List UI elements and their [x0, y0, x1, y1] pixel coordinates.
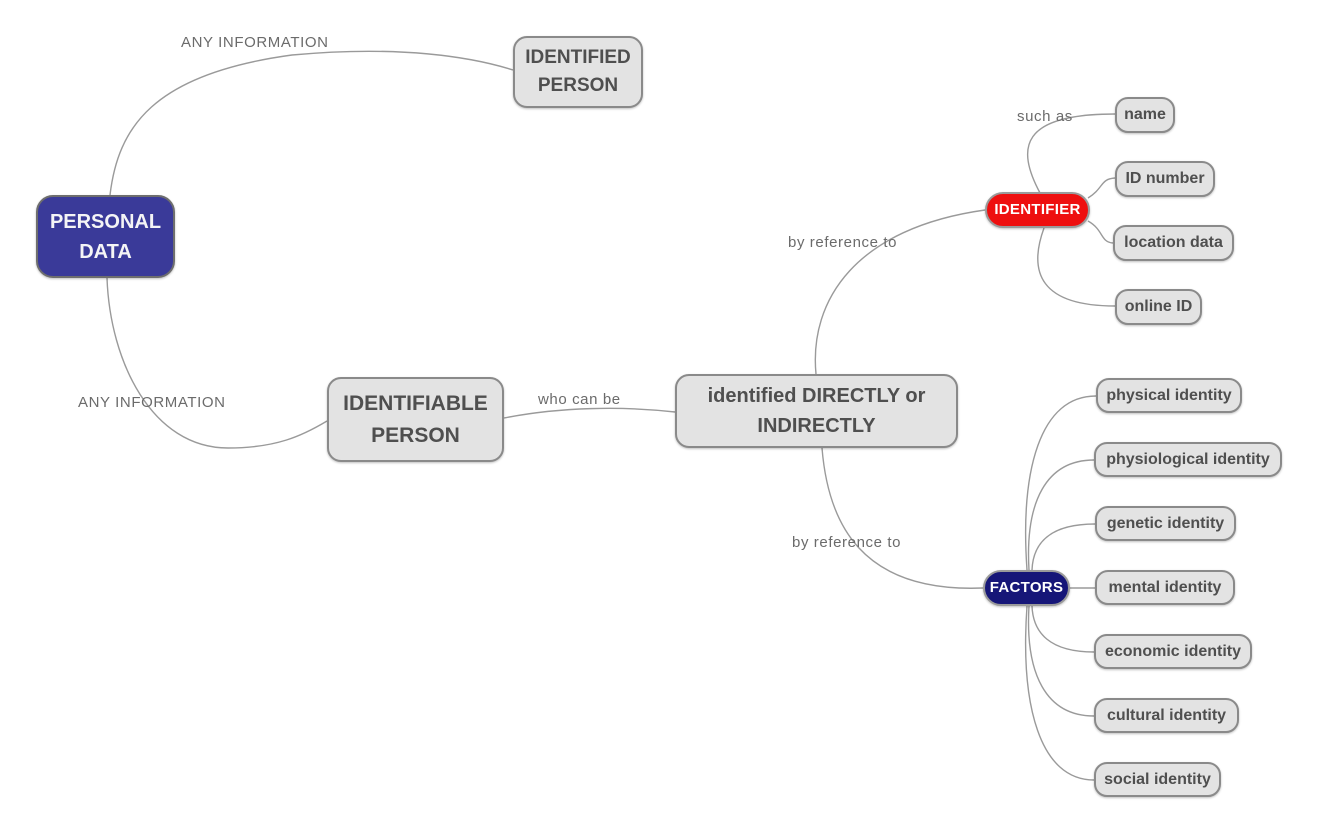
node-physical-identity[interactable]: physical identity — [1096, 378, 1242, 413]
node-identified-person-line2: PERSON — [537, 75, 619, 96]
edge-personal-to-identifiable-person — [106, 277, 328, 449]
edge-label-any-information-top: ANY INFORMATION — [181, 34, 329, 51]
edge-directly-to-identifier — [814, 209, 986, 375]
node-identified-directly-line1: identified DIRECTLY or — [707, 385, 926, 407]
edge-label-by-reference-bottom: by reference to — [792, 534, 902, 551]
node-personal-data[interactable]: PERSONAL DATA — [36, 195, 175, 278]
node-name[interactable]: name — [1115, 97, 1175, 133]
node-name-label: name — [1124, 106, 1166, 123]
node-online-id[interactable]: online ID — [1115, 289, 1202, 325]
node-economic-identity[interactable]: economic identity — [1094, 634, 1252, 669]
edge-label-such-as: such as — [1017, 108, 1073, 125]
node-identifier-label: IDENTIFIER — [994, 200, 1081, 218]
node-physiological-identity[interactable]: physiological identity — [1094, 442, 1282, 477]
node-factors[interactable]: FACTORS — [983, 570, 1070, 606]
node-economic-identity-label: economic identity — [1104, 642, 1242, 660]
node-mental-identity[interactable]: mental identity — [1095, 570, 1235, 605]
node-identifiable-person-line2: PERSON — [371, 423, 460, 447]
node-identified-directly-line2: INDIRECTLY — [757, 415, 876, 437]
node-genetic-identity[interactable]: genetic identity — [1095, 506, 1236, 541]
node-factors-label: FACTORS — [989, 578, 1064, 596]
node-location-data[interactable]: location data — [1113, 225, 1234, 261]
node-mental-identity-label: mental identity — [1108, 578, 1222, 596]
node-location-data-label: location data — [1124, 234, 1223, 251]
edge-factors-to-economic — [1031, 605, 1095, 653]
node-cultural-identity-label: cultural identity — [1106, 706, 1227, 724]
edge-factors-to-physical — [1024, 395, 1097, 571]
node-social-identity[interactable]: social identity — [1094, 762, 1221, 797]
node-identifiable-person-line1: IDENTIFIABLE — [343, 392, 488, 415]
edge-identifier-to-name — [1027, 113, 1116, 194]
node-physiological-identity-label: physiological identity — [1106, 450, 1270, 468]
node-social-identity-label: social identity — [1104, 770, 1211, 788]
edge-factors-to-social — [1024, 605, 1095, 781]
edge-identifiable-to-directly — [503, 407, 676, 419]
node-identifier[interactable]: IDENTIFIER — [985, 192, 1090, 228]
edge-identifier-to-id-number — [1087, 177, 1116, 199]
node-identified-person[interactable]: IDENTIFIED PERSON — [513, 36, 643, 108]
edge-identifier-to-location-data — [1087, 220, 1114, 244]
node-cultural-identity[interactable]: cultural identity — [1094, 698, 1239, 733]
node-physical-identity-label: physical identity — [1106, 386, 1232, 404]
edge-factors-to-physiological — [1027, 459, 1095, 571]
edge-label-any-information-bottom: ANY INFORMATION — [78, 394, 226, 411]
edge-factors-to-genetic — [1031, 523, 1096, 571]
node-id-number-label: ID number — [1125, 170, 1205, 187]
edge-factors-to-cultural — [1027, 605, 1095, 717]
node-online-id-label: online ID — [1124, 298, 1193, 315]
node-personal-data-line2: DATA — [79, 240, 132, 263]
node-identified-person-line1: IDENTIFIED — [525, 46, 631, 68]
node-identified-directly-or-indirectly[interactable]: identified DIRECTLY or INDIRECTLY — [675, 374, 958, 448]
node-id-number[interactable]: ID number — [1115, 161, 1215, 197]
node-personal-data-line1: PERSONAL — [49, 210, 162, 233]
edge-identifier-to-online-id — [1037, 227, 1116, 307]
edge-label-who-can-be: who can be — [538, 391, 621, 408]
node-identifiable-person[interactable]: IDENTIFIABLE PERSON — [327, 377, 504, 462]
edge-label-by-reference-top: by reference to — [788, 234, 898, 251]
edge-personal-to-identified-person — [109, 50, 514, 196]
edge-directly-to-factors — [821, 447, 984, 589]
node-genetic-identity-label: genetic identity — [1106, 514, 1225, 532]
